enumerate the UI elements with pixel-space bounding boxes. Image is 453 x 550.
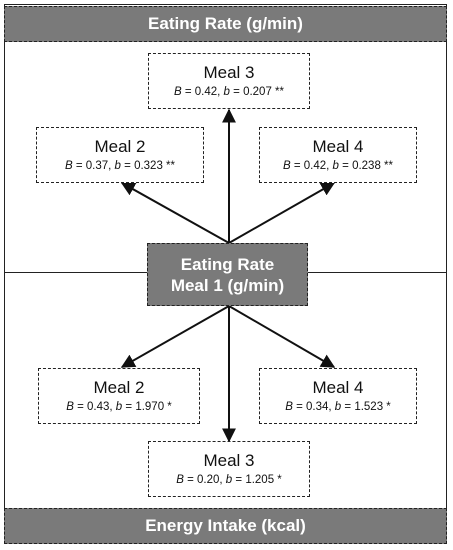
er-meal3-title: Meal 3 xyxy=(203,62,255,82)
er-meal4-box: Meal 4 B = 0.42, b = 0.238 ** xyxy=(259,127,417,183)
energy-intake-header-label: Energy Intake (kcal) xyxy=(145,516,306,535)
ei-meal4-box: Meal 4 B = 0.34, b = 1.523 * xyxy=(259,368,417,424)
ei-meal3-title: Meal 3 xyxy=(203,450,255,470)
ei-meal3-stats: B = 0.20, b = 1.205 * xyxy=(176,473,282,486)
eating-rate-header-label: Eating Rate (g/min) xyxy=(148,14,303,33)
arrow-to-ei-meal2 xyxy=(120,305,230,368)
er-meal2-stats: B = 0.37, b = 0.323 ** xyxy=(64,159,175,172)
er-meal4-stats: B = 0.42, b = 0.238 ** xyxy=(282,159,393,172)
er-meal3-box: Meal 3 B = 0.42, b = 0.207 ** xyxy=(148,53,310,109)
center-node: Eating Rate Meal 1 (g/min) xyxy=(147,243,308,306)
eating-rate-header: Eating Rate (g/min) xyxy=(4,6,447,42)
center-line2: Meal 1 (g/min) xyxy=(170,275,285,295)
arrow-to-er-meal2 xyxy=(120,182,230,244)
er-meal3-stats: B = 0.42, b = 0.207 ** xyxy=(173,85,284,98)
ei-meal2-box: Meal 2 B = 0.43, b = 1.970 * xyxy=(38,368,200,424)
ei-meal4-title: Meal 4 xyxy=(312,377,364,397)
er-meal2-title: Meal 2 xyxy=(94,136,146,156)
ei-meal4-stats: B = 0.34, b = 1.523 * xyxy=(285,400,391,413)
ei-meal2-stats: B = 0.43, b = 1.970 * xyxy=(66,400,172,413)
er-meal4-title: Meal 4 xyxy=(312,136,364,156)
ei-meal3-box: Meal 3 B = 0.20, b = 1.205 * xyxy=(148,441,310,497)
center-line1: Eating Rate xyxy=(180,254,275,274)
er-meal2-box: Meal 2 B = 0.37, b = 0.323 ** xyxy=(36,127,204,183)
energy-intake-header: Energy Intake (kcal) xyxy=(4,508,447,544)
ei-meal2-title: Meal 2 xyxy=(93,377,145,397)
arrow-to-er-meal4 xyxy=(228,182,336,244)
arrow-to-ei-meal4 xyxy=(228,305,336,368)
